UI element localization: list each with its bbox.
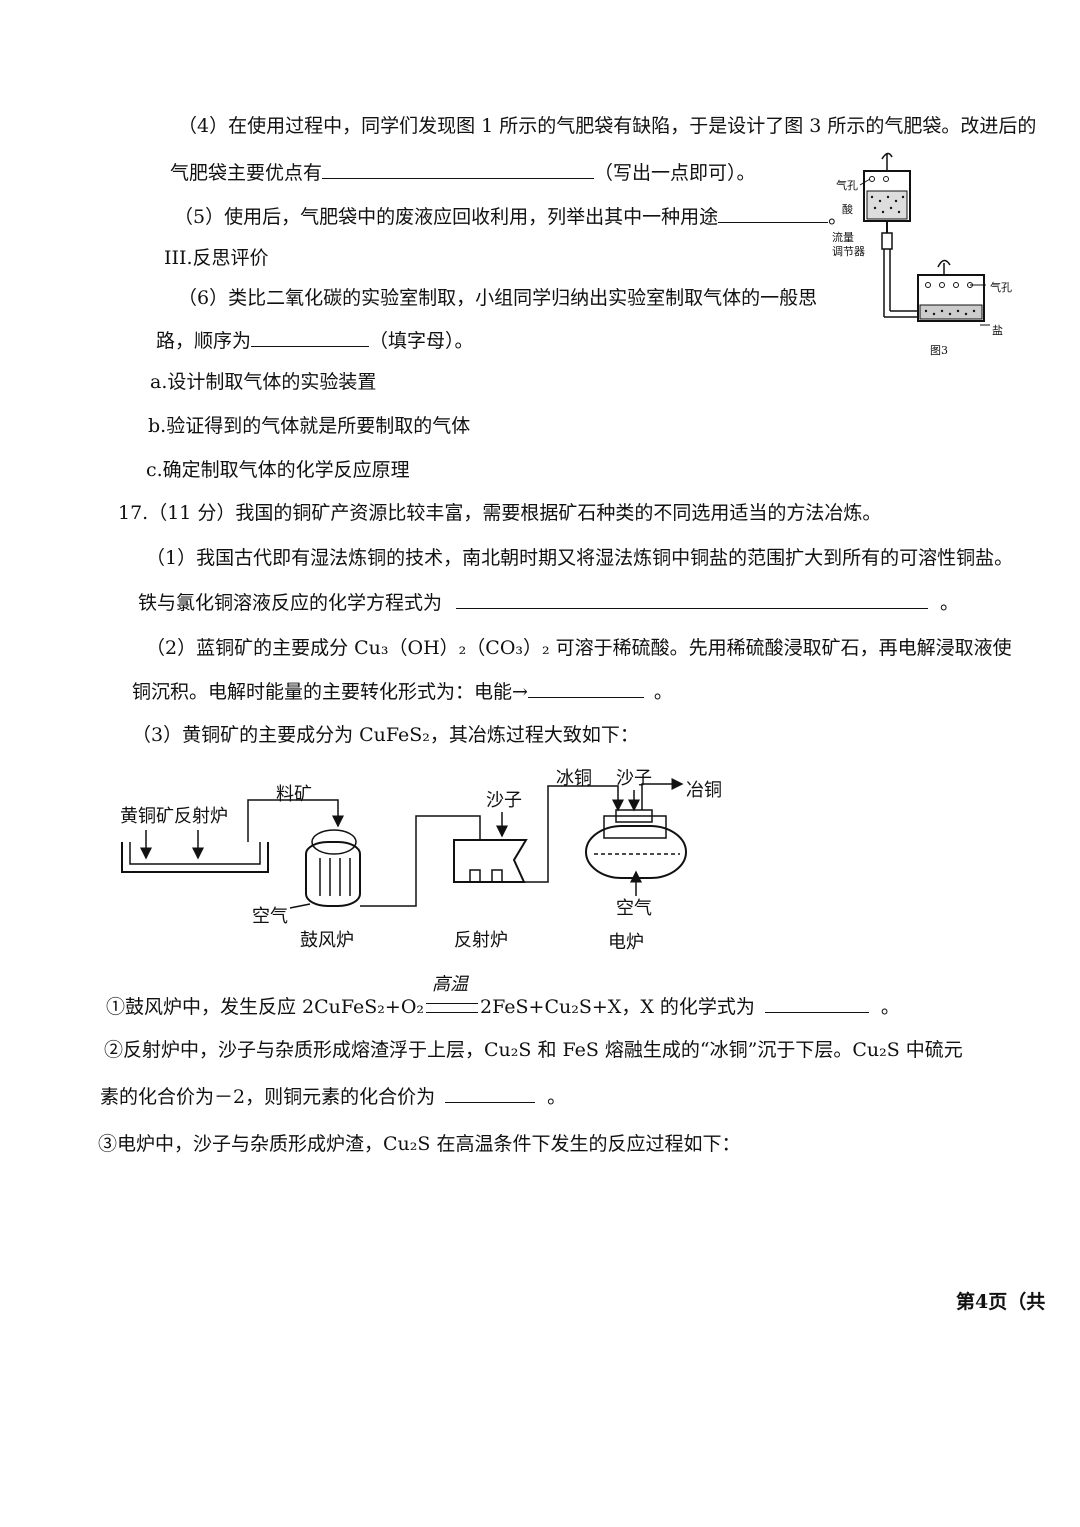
fig3-hole-label-right: 气孔	[990, 281, 1012, 294]
q17-part3-line: （3）黄铜矿的主要成分为 CuFeS₂，其冶炼过程大致如下：	[132, 724, 639, 746]
figure-3-apparatus: 气孔 酸 流量 调节器 气孔 盐 图3	[820, 145, 1040, 370]
q17-part1-line2: 铁与氯化铜溶液反应的化学方程式为 。	[138, 590, 959, 615]
q16-part6-line2: 路，顺序为 （填字母）。	[156, 328, 474, 353]
flow-label-air-2: 空气	[616, 898, 652, 919]
flow-label-reverb-furnace: 反射炉	[454, 930, 508, 951]
q17-sub3-line: ③电炉中，沙子与杂质形成炉渣，Cu₂S 在高温条件下发生的反应过程如下：	[98, 1133, 741, 1155]
flow-label-electric-furnace: 电炉	[608, 932, 644, 953]
q17-sub2-line1: ②反射炉中，沙子与杂质形成熔渣浮于上层，Cu₂S 和 FeS 熔融生成的“冰铜”…	[104, 1039, 963, 1061]
fig3-acid-label: 酸	[842, 203, 853, 216]
q17-part1-suffix: 。	[940, 592, 960, 614]
option-a: a.设计制取气体的实验装置	[150, 371, 377, 393]
q17-sub2-prefix: 素的化合价为－2，则铜元素的化合价为	[100, 1086, 436, 1108]
flow-label-blast-furnace: 鼓风炉	[300, 930, 354, 951]
smelting-flow-diagram: 黄铜矿反射炉 料矿 沙子 冰铜 沙子 冶铜 空气 鼓风炉 反射炉 空气 电炉	[110, 760, 750, 960]
q17-sub2-line2: 素的化合价为－2，则铜元素的化合价为 。	[100, 1084, 566, 1109]
flow-diagram-drawing	[121, 778, 687, 909]
q16-part6-prefix: 路，顺序为	[156, 330, 252, 352]
flow-label-sand-1: 沙子	[486, 790, 522, 811]
q17-part2-line2: 铜沉积。电解时能量的主要转化形式为：电能→ 。	[132, 679, 673, 704]
q16-part6-line1: （6）类比二氧化碳的实验室制取，小组同学归纳出实验室制取气体的一般思	[178, 287, 818, 309]
section-heading-reflection: III.反思评价	[164, 247, 269, 269]
answer-blank-17-2[interactable]	[527, 679, 644, 698]
q16-part5-line: （5）使用后，气肥袋中的废液应回收利用，列举出其中一种用途 。	[174, 204, 847, 229]
equals-sign-double-line	[426, 1003, 479, 1013]
flow-label-matte: 冰铜	[556, 768, 592, 789]
q17-title: 17.（11 分）我国的铜矿产资源比较丰富，需要根据矿石种类的不同选用适当的方法…	[118, 502, 882, 524]
flow-label-smelt-copper: 冶铜	[686, 780, 722, 801]
option-c: c.确定制取气体的化学反应原理	[146, 459, 410, 481]
q17-part2-line1: （2）蓝铜矿的主要成分 Cu₃（OH）₂（CO₃）₂ 可溶于稀硫酸。先用稀硫酸浸…	[146, 637, 1012, 659]
answer-blank-6[interactable]	[251, 328, 370, 347]
q17-sub1-prefix: ①鼓风炉中，发生反应 2CuFeS₂+O₂	[106, 996, 425, 1018]
q17-sub1-suffix: 。	[880, 996, 900, 1018]
q17-part1-line1: （1）我国古代即有湿法炼铜的技术，南北朝时期又将湿法炼铜中铜盐的范围扩大到所有的…	[146, 547, 1014, 569]
q16-part4-prefix: 气肥袋主要优点有	[170, 162, 323, 184]
q17-sub1-middle: 2FeS+Cu₂S+X，X 的化学式为	[480, 996, 755, 1018]
q17-sub2-suffix: 。	[547, 1086, 567, 1108]
reaction-condition-high-temp: 高温	[432, 974, 468, 995]
fig3-salt-label: 盐	[992, 324, 1003, 337]
flow-label-chalcopyrite-reverb: 黄铜矿反射炉	[120, 806, 228, 827]
answer-blank-17-3a[interactable]	[764, 994, 869, 1013]
flow-label-feed-ore: 料矿	[276, 784, 312, 805]
q16-part5-prefix: （5）使用后，气肥袋中的废液应回收利用，列举出其中一种用途	[174, 206, 719, 228]
q17-sub1-line: ①鼓风炉中，发生反应 2CuFeS₂+O₂ 2FeS+Cu₂S+X，X 的化学式为…	[106, 994, 900, 1019]
q16-part4-line2: 气肥袋主要优点有 （写出一点即可）。	[170, 160, 756, 185]
answer-blank-4[interactable]	[322, 160, 595, 179]
flow-label-sand-2: 沙子	[616, 768, 652, 789]
q16-part4-line1: （4）在使用过程中，同学们发现图 1 所示的气肥袋有缺陷，于是设计了图 3 所示…	[178, 115, 1037, 137]
q17-part2-prefix: 铜沉积。电解时能量的主要转化形式为：电能→	[132, 681, 528, 703]
page-number-footer: 第4页（共	[956, 1291, 1046, 1313]
answer-blank-5[interactable]	[718, 204, 829, 223]
figure-3-drawing	[859, 152, 990, 326]
answer-blank-17-1[interactable]	[456, 590, 929, 609]
flow-label-air-1: 空气	[252, 906, 288, 927]
fig3-flow-label-1: 流量	[832, 231, 854, 244]
fig3-flow-label-2: 调节器	[832, 245, 865, 258]
fig3-hole-label-top: 气孔	[836, 179, 858, 192]
answer-blank-17-3b[interactable]	[445, 1084, 536, 1103]
q17-part1-prefix: 铁与氯化铜溶液反应的化学方程式为	[138, 592, 443, 614]
option-b: b.验证得到的气体就是所要制取的气体	[148, 415, 471, 437]
q17-part2-suffix: 。	[653, 681, 673, 703]
q16-part4-suffix: （写出一点即可）。	[594, 162, 756, 184]
q16-part6-suffix: （填字母）。	[369, 330, 474, 352]
fig3-caption: 图3	[930, 344, 948, 357]
q16-part5-suffix: 。	[828, 206, 848, 228]
